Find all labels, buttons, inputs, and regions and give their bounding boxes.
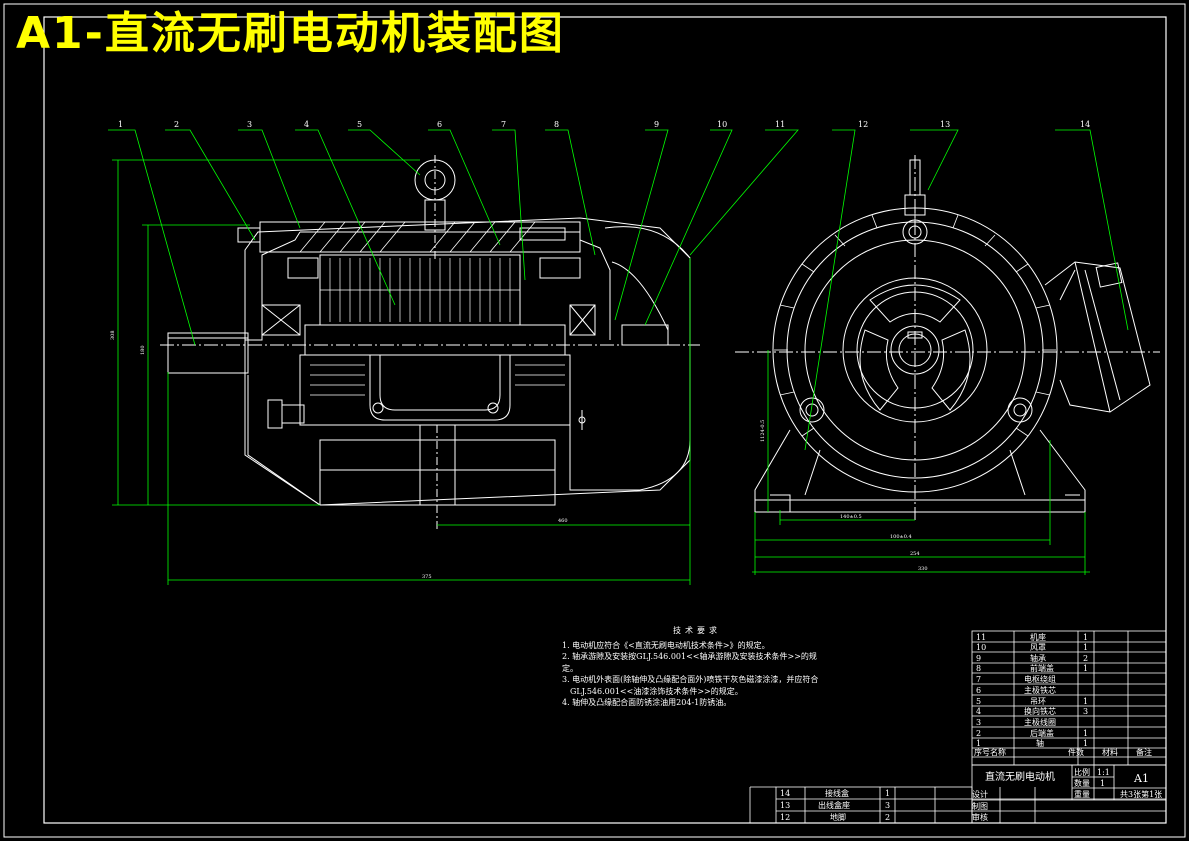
part-no-1: 1 — [976, 739, 981, 748]
part-no-6: 6 — [976, 686, 981, 695]
front-dimensions — [112, 159, 691, 585]
part-no-3: 3 — [976, 718, 981, 727]
balloon-1: 1 — [118, 120, 123, 129]
part-name-2: 后端盖 — [1030, 728, 1054, 738]
tech-note-2: 2. 轴承游隙及安装按GLJ.546.001<<轴承游隙及安装技术条件>>的规定… — [562, 652, 817, 673]
part-name-6: 主极铁芯 — [1024, 685, 1056, 695]
outer-frame — [3, 3, 1186, 838]
design-label: 设计 — [972, 789, 988, 799]
part-qty-8: 1 — [1083, 664, 1088, 673]
side-view — [735, 155, 1160, 520]
balloon-14: 14 — [1080, 120, 1090, 129]
part-qty-2: 1 — [1083, 729, 1088, 738]
side-dimensions — [752, 350, 1090, 575]
sheet-info: 共3张第1张 — [1120, 789, 1162, 799]
balloon-3: 3 — [247, 120, 252, 129]
balloon-6: 6 — [437, 120, 442, 129]
part-name-5: 吊环 — [1030, 697, 1046, 706]
weight-label: 重量 — [1074, 789, 1090, 799]
dim-side-h4: 330 — [918, 566, 928, 572]
leader-lines — [108, 129, 1129, 451]
part-name-3: 主极线圈 — [1024, 717, 1056, 727]
parts-header-qty: 件数 — [1068, 747, 1084, 757]
part-no-9: 9 — [976, 654, 981, 663]
part-no-8: 8 — [976, 664, 981, 673]
part-name-7: 电枢绕组 — [1024, 674, 1056, 684]
front-section-view — [160, 155, 700, 530]
part-no-10: 10 — [976, 643, 986, 652]
dim-side-h2: 100±0.4 — [890, 534, 912, 540]
dim-front-horizontal-inner: 460 — [558, 518, 568, 524]
part-qty-4: 3 — [1083, 707, 1088, 716]
part-qty-1: 1 — [1083, 739, 1088, 748]
parts-header-no: 序号 — [974, 747, 990, 757]
balloon-7: 7 — [501, 120, 506, 129]
balloon-8: 8 — [554, 120, 559, 129]
part-no-2: 2 — [976, 729, 981, 738]
dim-side-h1: 140±0.5 — [840, 514, 862, 520]
part-qty-5: 1 — [1083, 697, 1088, 706]
balloon-11: 11 — [775, 120, 785, 129]
balloon-10: 10 — [717, 120, 727, 129]
part-name-10: 风罩 — [1030, 643, 1046, 652]
part-no-7: 7 — [976, 675, 981, 684]
tech-note-4: GLJ.546.001<<油漆涂饰技术条件>>的规定。 — [570, 686, 743, 696]
tech-note-5: 4. 轴伸及凸缘配合面防锈涂油用204-1防锈油。 — [562, 698, 732, 707]
scale-label: 比例 — [1074, 767, 1090, 777]
part-name-1: 轴 — [1036, 738, 1044, 748]
part-name-9: 轴承 — [1030, 653, 1046, 663]
technical-requirements: 技术要求 1. 电动机应符合《<直流无刷电动机技术条件>》的规定。 2. 轴承游… — [562, 625, 832, 709]
balloon-12: 12 — [858, 120, 868, 129]
part-name-8: 前端盖 — [1030, 663, 1054, 673]
part-qty-11: 1 — [1083, 633, 1088, 642]
part-no-5: 5 — [976, 697, 981, 706]
sheet-size: A1 — [1133, 772, 1149, 785]
tech-notes-title: 技术要求 — [673, 626, 721, 635]
balloon-9: 9 — [654, 120, 659, 129]
parts-list-table — [749, 630, 1167, 824]
parts-header-note: 备注 — [1136, 747, 1152, 757]
qty-label: 数量 — [1074, 778, 1090, 788]
part-no-12: 12 — [780, 813, 790, 822]
dim-front-horizontal-overall: 375 — [422, 574, 432, 580]
part-qty-12: 2 — [885, 813, 890, 822]
parts-header-material: 材料 — [1102, 747, 1118, 757]
part-qty-13: 3 — [885, 801, 890, 810]
scale-value: 1:1 — [1097, 768, 1110, 777]
part-name-4: 换向铁芯 — [1024, 706, 1056, 716]
part-name-13: 出线盒座 — [818, 800, 850, 810]
tech-note-1: 1. 电动机应符合《<直流无刷电动机技术条件>》的规定。 — [562, 640, 770, 650]
balloon-5: 5 — [357, 120, 362, 129]
part-no-13: 13 — [780, 801, 790, 810]
part-name-12: 地脚 — [830, 812, 846, 822]
part-qty-9: 2 — [1083, 654, 1088, 663]
drawing-title: A1-直流无刷电动机装配图 — [16, 8, 565, 59]
balloon-4: 4 — [304, 120, 309, 129]
tech-note-3: 3. 电动机外表面(除轴伸及凸缘配合面外)喷铁干灰色磁漆涂漆，并应符合 — [562, 675, 819, 684]
part-no-4: 4 — [976, 707, 981, 716]
draw-label: 制图 — [972, 801, 988, 811]
inner-frame — [43, 16, 1167, 824]
part-qty-10: 1 — [1083, 643, 1088, 652]
part-no-14: 14 — [780, 789, 790, 798]
part-no-11: 11 — [976, 633, 986, 642]
dim-front-vertical-1: 308 — [110, 330, 116, 340]
dim-side-h3: 254 — [910, 551, 920, 557]
dim-front-vertical-2: 180 — [140, 345, 146, 355]
qty-value: 1 — [1100, 779, 1105, 788]
part-name-11: 机座 — [1030, 632, 1046, 642]
balloon-2: 2 — [174, 120, 179, 129]
drawing-name: 直流无刷电动机 — [985, 770, 1055, 783]
check-label: 审核 — [972, 812, 988, 822]
part-qty-14: 1 — [885, 789, 890, 798]
dim-side-vertical: 1124-0.5 — [760, 420, 766, 442]
balloon-13: 13 — [940, 120, 950, 129]
part-name-14: 接线盒 — [825, 788, 849, 798]
parts-header-name: 名称 — [990, 747, 1006, 757]
